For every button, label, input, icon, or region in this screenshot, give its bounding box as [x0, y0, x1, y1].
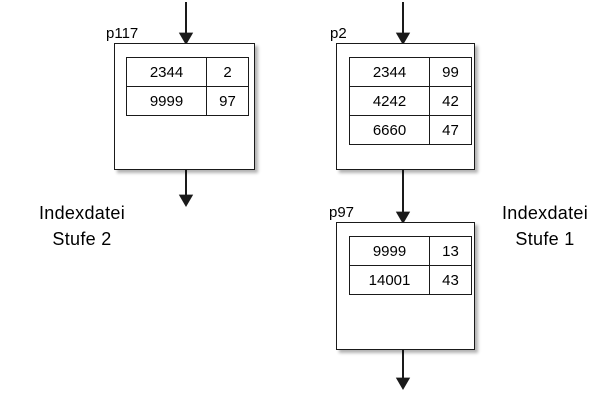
- entry-key: 9999: [126, 86, 207, 116]
- caption-line-2: Stufe 1: [515, 229, 575, 250]
- entry-key: 14001: [349, 265, 430, 295]
- caption-line-2: Stufe 2: [52, 229, 112, 250]
- entry-table-p117: 2344 2 9999 97: [126, 57, 249, 116]
- entry-key: 4242: [349, 86, 430, 116]
- table-row[interactable]: 9999 97: [126, 86, 249, 116]
- node-label-p117: p117: [106, 25, 139, 42]
- entry-pointer: 99: [429, 57, 472, 87]
- entry-pointer: 43: [429, 265, 472, 295]
- table-row[interactable]: 4242 42: [349, 86, 472, 116]
- entry-pointer: 13: [429, 236, 472, 266]
- entry-key: 2344: [126, 57, 207, 87]
- entry-key: 9999: [349, 236, 430, 266]
- table-row[interactable]: 2344 99: [349, 57, 472, 87]
- entry-pointer: 47: [429, 115, 472, 145]
- entry-table-p97: 9999 13 14001 43: [349, 236, 472, 295]
- node-label-p97: p97: [329, 204, 355, 221]
- entry-pointer: 97: [206, 86, 249, 116]
- table-row[interactable]: 14001 43: [349, 265, 472, 295]
- table-row[interactable]: 6660 47: [349, 115, 472, 145]
- node-box-p2[interactable]: 2344 99 4242 42 6660 47: [336, 43, 475, 170]
- entry-pointer: 2: [206, 57, 249, 87]
- node-box-p117[interactable]: 2344 2 9999 97: [114, 43, 255, 170]
- node-box-p97[interactable]: 9999 13 14001 43: [336, 222, 475, 350]
- node-label-p2: p2: [330, 25, 347, 42]
- caption-indexdatei-stufe-1: Indexdatei Stufe 1: [485, 200, 605, 252]
- entry-key: 6660: [349, 115, 430, 145]
- caption-line-1: Indexdatei: [38, 203, 126, 223]
- caption-line-1: Indexdatei: [501, 203, 589, 223]
- caption-indexdatei-stufe-2: Indexdatei Stufe 2: [12, 200, 152, 252]
- table-row[interactable]: 9999 13: [349, 236, 472, 266]
- entry-table-p2: 2344 99 4242 42 6660 47: [349, 57, 472, 145]
- entry-key: 2344: [349, 57, 430, 87]
- entry-pointer: 42: [429, 86, 472, 116]
- table-row[interactable]: 2344 2: [126, 57, 249, 87]
